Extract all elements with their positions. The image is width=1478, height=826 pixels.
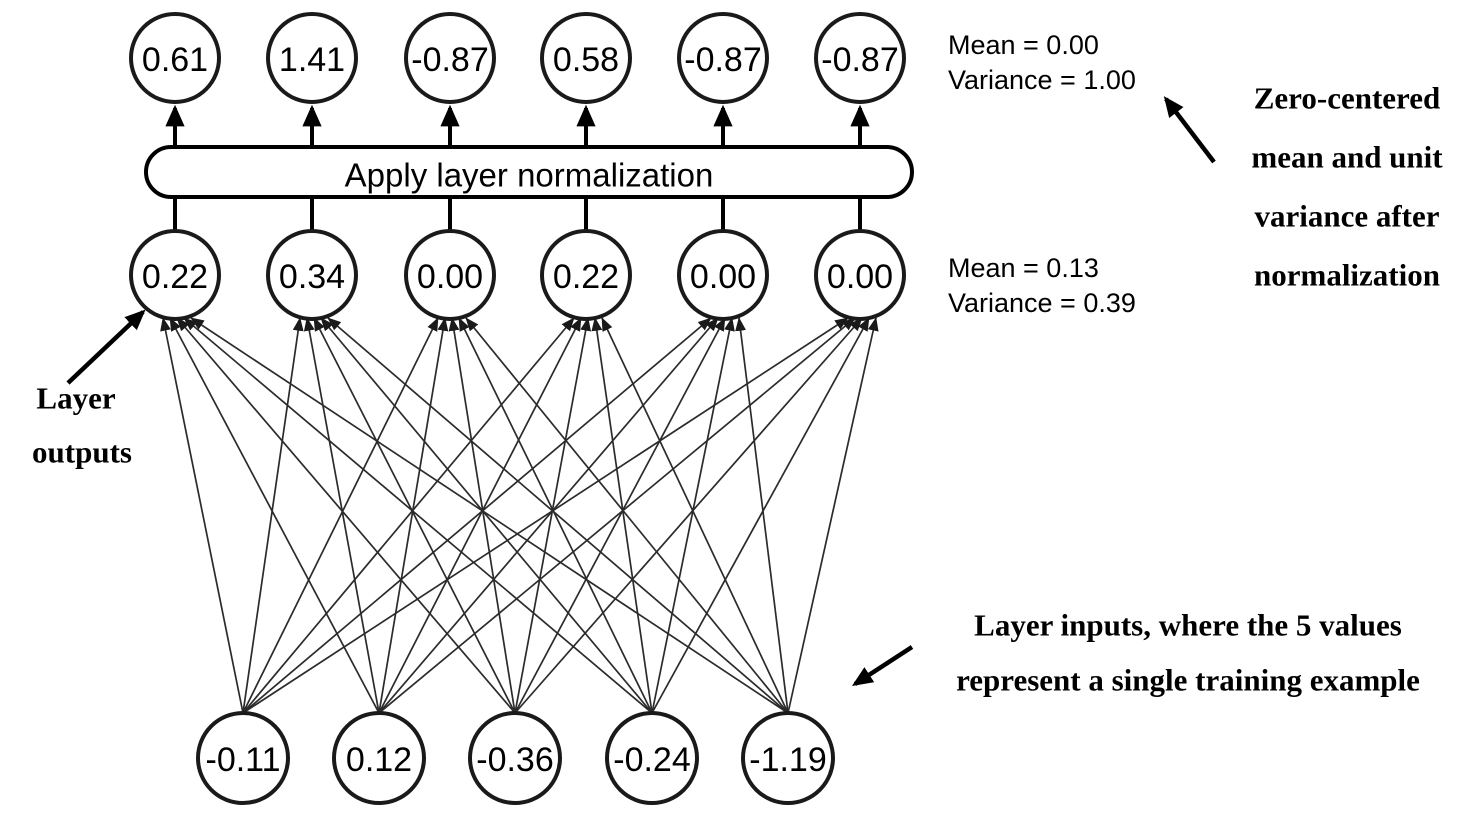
output-node[interactable] xyxy=(814,12,906,104)
edge xyxy=(591,317,653,714)
output-node[interactable] xyxy=(677,12,769,104)
output-node-value: 0.58 xyxy=(553,41,619,79)
hidden-node-value: 0.00 xyxy=(827,258,893,296)
edge xyxy=(378,317,719,714)
left-callout: Layer outputs xyxy=(32,381,132,470)
edge xyxy=(190,317,789,714)
input-node-value: -0.24 xyxy=(613,741,691,779)
left-callout-line: outputs xyxy=(32,435,132,470)
edge xyxy=(514,317,726,714)
apply-layer-normalization-box xyxy=(144,145,914,199)
output-layer-stats: Mean = 0.00 Variance = 1.00 xyxy=(948,30,1136,95)
output-node-value: -0.87 xyxy=(411,41,489,79)
edge xyxy=(378,317,449,714)
bottom-callout-line: Layer inputs, where the 5 values xyxy=(974,608,1402,643)
hidden-node[interactable] xyxy=(404,229,496,321)
output-variance-label: Variance = 1.00 xyxy=(948,65,1136,95)
left-callout-line: Layer xyxy=(36,381,115,416)
edge xyxy=(242,317,849,714)
connector-group-box-to-output xyxy=(165,104,870,147)
hidden-node-value: 0.34 xyxy=(279,258,345,296)
input-layer-nodes: -0.11 0.12 -0.36 -0.24 -1.19 xyxy=(196,711,835,805)
bottom-callout: Layer inputs, where the 5 values represe… xyxy=(956,608,1420,698)
hidden-node-value: 0.00 xyxy=(690,258,756,296)
edge xyxy=(448,317,516,714)
right-callout: Zero-centered mean and unit variance aft… xyxy=(1251,81,1443,293)
edge xyxy=(327,317,789,714)
hidden-mean-label: Mean = 0.13 xyxy=(948,253,1099,283)
output-mean-label: Mean = 0.00 xyxy=(948,30,1099,60)
hidden-node[interactable] xyxy=(266,229,358,321)
hidden-node[interactable] xyxy=(540,229,632,321)
hidden-node[interactable] xyxy=(814,229,906,321)
input-node-value: -0.11 xyxy=(206,741,281,779)
hidden-variance-label: Variance = 0.39 xyxy=(948,288,1136,318)
input-node-value: -1.19 xyxy=(749,741,827,779)
input-node[interactable] xyxy=(468,711,562,805)
edge xyxy=(303,317,380,714)
hidden-layer-nodes: 0.22 0.34 0.00 0.22 0.00 0.00 xyxy=(129,229,906,321)
right-callout-line: normalization xyxy=(1254,258,1440,293)
hidden-node-value: 0.22 xyxy=(553,258,619,296)
edge-group-input-to-hidden xyxy=(160,317,879,714)
output-node-value: 1.41 xyxy=(279,41,345,79)
edge xyxy=(458,317,653,714)
right-callout-arrow-icon xyxy=(1163,96,1216,164)
edge xyxy=(378,317,856,714)
input-node-value: 0.12 xyxy=(346,741,412,779)
edge xyxy=(169,317,380,714)
hidden-layer-stats: Mean = 0.13 Variance = 0.39 xyxy=(948,253,1136,318)
edge xyxy=(787,317,879,714)
edge xyxy=(514,317,863,714)
input-node-value: -0.36 xyxy=(476,741,554,779)
edge xyxy=(160,317,244,714)
right-callout-line: Zero-centered xyxy=(1254,81,1441,116)
edge xyxy=(735,317,789,714)
input-node[interactable] xyxy=(332,711,426,805)
output-node-value: 0.61 xyxy=(142,41,208,79)
hidden-node-value: 0.22 xyxy=(142,258,208,296)
bottom-callout-line: represent a single training example xyxy=(956,663,1420,698)
output-node[interactable] xyxy=(129,12,221,104)
input-node[interactable] xyxy=(741,711,835,805)
apply-layer-normalization-label: Apply layer normalization xyxy=(345,157,714,194)
edge xyxy=(320,317,653,714)
edge xyxy=(465,317,789,714)
edge xyxy=(601,317,789,714)
hidden-node[interactable] xyxy=(129,229,221,321)
hidden-node[interactable] xyxy=(677,229,769,321)
edge xyxy=(378,317,582,714)
output-node-value: -0.87 xyxy=(821,41,899,79)
output-node[interactable] xyxy=(404,12,496,104)
output-layer-nodes: 0.61 1.41 -0.87 0.58 -0.87 -0.87 xyxy=(129,12,906,104)
connector-group-hidden-to-box xyxy=(173,196,862,232)
edge xyxy=(313,317,516,714)
edge xyxy=(176,317,516,714)
output-node[interactable] xyxy=(266,12,358,104)
right-callout-line: variance after xyxy=(1254,199,1439,234)
edge xyxy=(242,317,712,714)
edge xyxy=(514,317,592,714)
bottom-callout-arrow-icon xyxy=(851,645,914,686)
input-node[interactable] xyxy=(605,711,699,805)
hidden-node-value: 0.00 xyxy=(417,258,483,296)
edge xyxy=(651,317,735,714)
right-callout-line: mean and unit xyxy=(1251,140,1443,175)
input-node[interactable] xyxy=(196,711,290,805)
left-callout-arrow-icon xyxy=(66,309,146,385)
output-node-value: -0.87 xyxy=(684,41,762,79)
output-node[interactable] xyxy=(540,12,632,104)
edge xyxy=(183,317,653,714)
